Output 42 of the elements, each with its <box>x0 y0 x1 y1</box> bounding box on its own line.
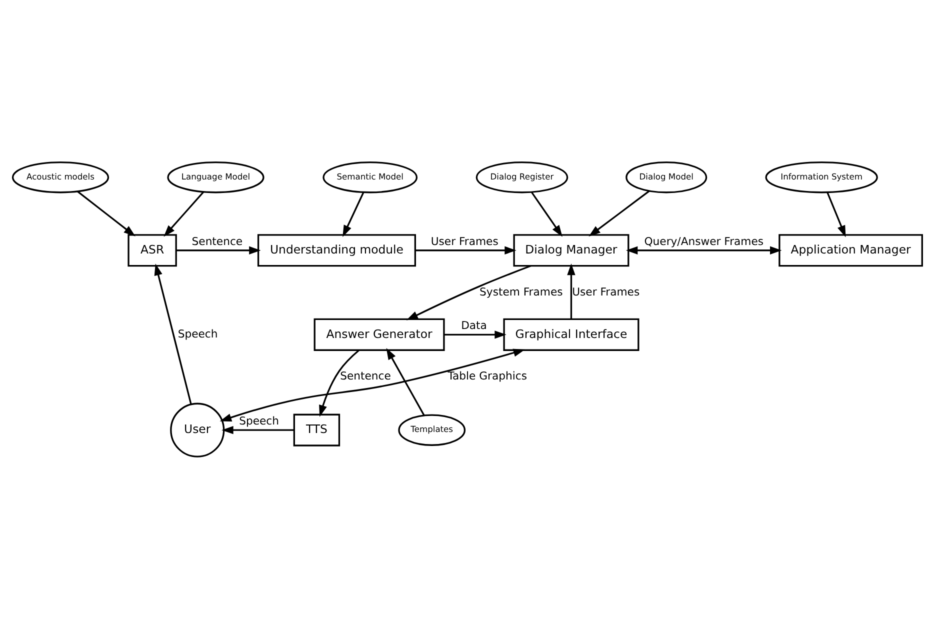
node-box: Graphical Interface <box>503 318 640 350</box>
node-box: Application Manager <box>778 234 923 266</box>
edge-label: User Frames <box>572 284 640 298</box>
arrow <box>222 425 294 434</box>
arrow <box>444 330 506 338</box>
arrow <box>342 191 364 237</box>
node-box: Understanding module <box>257 234 416 266</box>
edge-label: User Frames <box>430 234 498 248</box>
edge-label: Sentence <box>192 234 243 248</box>
node-ellipse: Acoustic models <box>12 161 110 193</box>
arrow <box>826 192 846 237</box>
arrow <box>531 191 562 236</box>
node-circle: User <box>170 402 225 457</box>
node-box: Answer Generator <box>314 318 445 350</box>
node-box: TTS <box>293 413 340 446</box>
arrow <box>406 264 532 320</box>
arrow <box>386 347 425 416</box>
edge-label: Speech <box>239 414 279 428</box>
arrow <box>415 246 516 254</box>
arrow <box>176 246 261 254</box>
arrow <box>319 348 360 416</box>
node-ellipse: Language Model <box>167 161 264 193</box>
arrow <box>77 190 136 236</box>
arrow <box>626 246 782 254</box>
node-ellipse: Dialog Register <box>476 161 568 193</box>
arrow <box>567 262 576 319</box>
arrow <box>588 190 650 236</box>
node-box: ASR <box>128 234 177 266</box>
node-ellipse: Dialog Model <box>626 161 708 193</box>
edge-label: System Frames <box>480 284 563 298</box>
edge-label: Speech <box>178 327 218 340</box>
node-ellipse: Information System <box>765 161 878 193</box>
node-box: Dialog Manager <box>513 234 630 266</box>
arrow <box>154 263 192 404</box>
arrow <box>220 348 526 421</box>
edge-label: Data <box>461 318 487 332</box>
node-ellipse: Templates <box>398 414 466 446</box>
edge-label: Sentence <box>340 369 391 382</box>
edge-label: Table Graphics <box>448 369 527 382</box>
arrow <box>164 190 204 236</box>
edge-label: Query/Answer Frames <box>644 234 764 248</box>
node-ellipse: Semantic Model <box>322 161 418 193</box>
